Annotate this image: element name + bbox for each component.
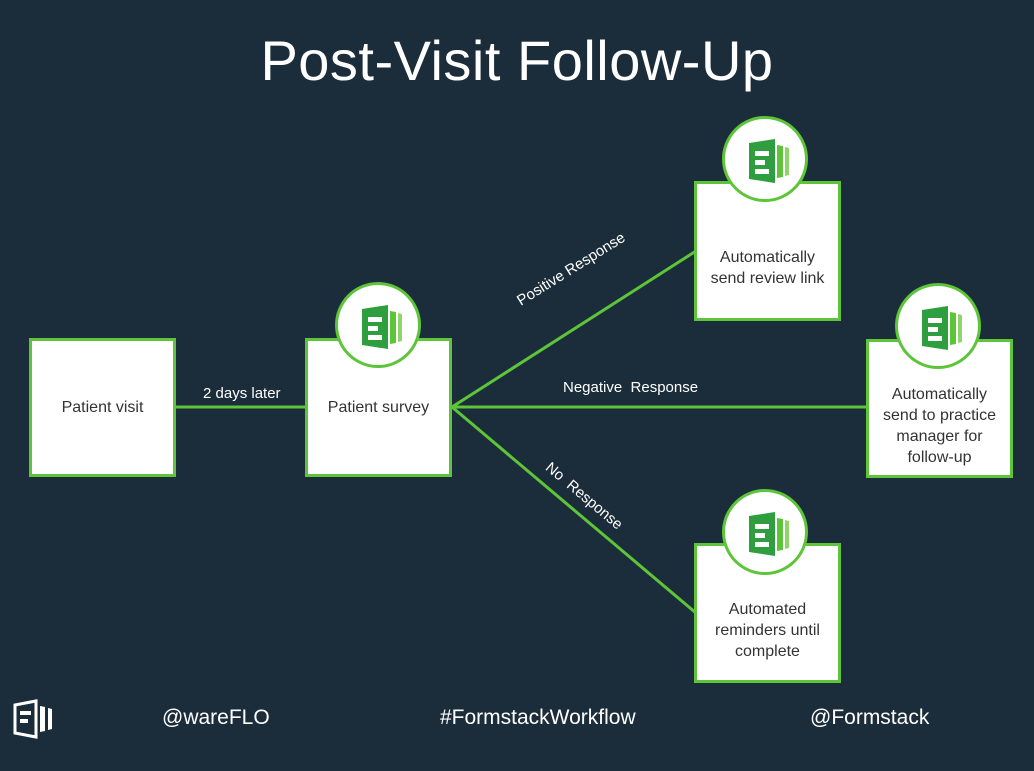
node-patient-visit: Patient visit [29,338,176,477]
formstack-form-icon [335,282,421,368]
page-title: Post-Visit Follow-Up [260,29,774,92]
node-label: Automated reminders until complete [715,600,820,660]
node-practice-manager: Automatically send to practice manager f… [866,339,1013,478]
connector-none [451,405,697,615]
formstack-logo-icon [12,698,56,745]
formstack-form-icon [722,116,808,202]
node-label: Automatically send to practice manager f… [883,385,996,466]
footer-handle-left: @wareFLO [162,706,270,729]
formstack-form-icon [895,283,981,369]
edge-label-visit-to-survey: 2 days later [203,385,281,402]
footer-hashtag: #FormstackWorkflow [440,706,636,729]
footer-handle-right: @Formstack [810,706,930,729]
node-label: Patient visit [61,399,144,416]
edge-label-negative: Negative Response [563,379,699,396]
node-review-link: Automatically send review link [694,181,841,321]
node-label: Automatically send review link [710,249,825,287]
connector-positive [451,249,697,409]
node-label: Patient survey [327,399,430,416]
formstack-form-icon [722,489,808,575]
